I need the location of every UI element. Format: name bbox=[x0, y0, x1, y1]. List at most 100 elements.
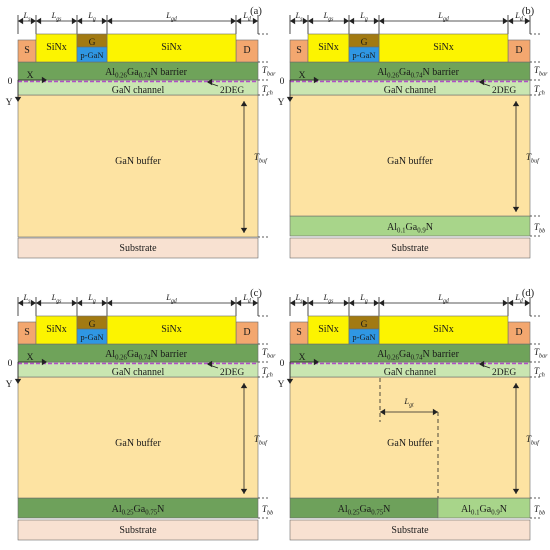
pgan-label: p-GaN bbox=[352, 50, 375, 60]
label-tbuf: Tbuf bbox=[526, 434, 540, 447]
dim-tbuf-arrow-down bbox=[240, 488, 248, 494]
dim-lgd-arrow-left bbox=[107, 299, 113, 307]
label-lgs: Lgs bbox=[51, 292, 63, 305]
label-tbar: Tbar bbox=[262, 347, 276, 360]
label-lg: Lg bbox=[87, 292, 96, 305]
pgan-label: p-GaN bbox=[80, 332, 103, 342]
sinx-left bbox=[35, 33, 78, 63]
x-axis-label: X bbox=[299, 71, 306, 81]
buffer-layer bbox=[289, 94, 531, 217]
x-axis-arrow bbox=[41, 76, 47, 84]
dim-tbuf-arrow-up bbox=[240, 101, 248, 107]
label-tbb: Tbb bbox=[534, 222, 545, 235]
label-ld: Ld bbox=[514, 10, 523, 23]
label-lg: Lg bbox=[359, 10, 368, 23]
dim-lg-arrow-left bbox=[349, 299, 355, 307]
dim-ls-arrow-right bbox=[30, 17, 36, 25]
sinx-right bbox=[378, 33, 509, 63]
origin-label: 0 bbox=[8, 359, 13, 369]
x-axis-arrow bbox=[41, 358, 47, 366]
barrier-label: Al0.26Ga0.74N barrier bbox=[377, 67, 460, 80]
gate-label: G bbox=[361, 38, 368, 48]
dim-lgt-arrow-left bbox=[380, 408, 386, 416]
2deg-pointer-arrow bbox=[207, 360, 213, 368]
label-tbar: Tbar bbox=[534, 347, 548, 360]
channel-label: GaN channel bbox=[112, 85, 165, 96]
substrate-layer bbox=[289, 237, 531, 259]
label-lgd: Lgd bbox=[165, 292, 177, 305]
label-ls: Ls bbox=[23, 292, 32, 305]
label-tbuf: Tbuf bbox=[254, 152, 268, 165]
dim-lgt-arrow-right bbox=[432, 408, 438, 416]
sinx-right bbox=[378, 315, 509, 345]
label-lgs: Lgs bbox=[323, 292, 335, 305]
dim-lgs-arrow-right bbox=[71, 299, 77, 307]
back-barrier-label: Al0.1Ga0.9N bbox=[387, 222, 433, 235]
barrier-label: Al0.26Ga0.74N barrier bbox=[105, 349, 188, 362]
label-tch: Tch bbox=[534, 366, 545, 379]
sinx-left bbox=[307, 315, 350, 345]
source-label: S bbox=[296, 45, 302, 56]
y-axis-arrow bbox=[286, 378, 294, 384]
dim-lgd-arrow-left bbox=[379, 299, 385, 307]
sinx-right bbox=[106, 33, 237, 63]
gate-label: G bbox=[361, 320, 368, 330]
label-ls: Ls bbox=[295, 10, 304, 23]
back-barrier-label: Al0.25Ga0.75N bbox=[112, 504, 165, 517]
barrier-label: Al0.26Ga0.74N barrier bbox=[377, 349, 460, 362]
label-tch: Tch bbox=[534, 84, 545, 97]
dim-lgs-arrow-left bbox=[36, 299, 42, 307]
label-ld: Ld bbox=[514, 292, 523, 305]
buffer-label: GaN buffer bbox=[115, 438, 161, 449]
dim-lgs-arrow-right bbox=[71, 17, 77, 25]
label-lg: Lg bbox=[87, 10, 96, 23]
substrate-layer bbox=[17, 237, 259, 259]
dim-ls-arrow-right bbox=[302, 299, 308, 307]
label-tbb: Tbb bbox=[262, 504, 273, 517]
x-axis-arrow bbox=[313, 76, 319, 84]
2deg-pointer-arrow bbox=[207, 78, 213, 86]
2deg-pointer-arrow bbox=[479, 78, 485, 86]
sinx-right bbox=[106, 315, 237, 345]
sinx-right-label: SiNx bbox=[433, 324, 454, 335]
dim-tbuf-arrow-up bbox=[512, 383, 520, 389]
pgan-label: p-GaN bbox=[352, 332, 375, 342]
label-lgt: Lgt bbox=[403, 396, 414, 409]
dim-lgs-arrow-right bbox=[343, 17, 349, 25]
panel-label: (b) bbox=[522, 6, 535, 17]
y-axis-arrow bbox=[286, 96, 294, 102]
dim-lgd-arrow-left bbox=[107, 17, 113, 25]
origin-label: 0 bbox=[8, 77, 13, 87]
sinx-right-label: SiNx bbox=[161, 324, 182, 335]
x-axis-label: X bbox=[299, 353, 306, 363]
back-barrier-right-label: Al0.1Ga0.9N bbox=[461, 504, 507, 517]
back-barrier-left-label: Al0.25Ga0.75N bbox=[338, 504, 391, 517]
dim-ld-arrow-left bbox=[236, 17, 242, 25]
origin-label: 0 bbox=[280, 77, 285, 87]
pgan-layer bbox=[348, 46, 380, 63]
label-tbar: Tbar bbox=[534, 65, 548, 78]
dim-ld-arrow-left bbox=[508, 299, 514, 307]
dim-tbuf-arrow-down bbox=[240, 227, 248, 233]
dim-lg-arrow-left bbox=[349, 17, 355, 25]
substrate-label: Substrate bbox=[391, 243, 429, 254]
2deg-pointer-arrow bbox=[479, 360, 485, 368]
dim-ls-arrow-left bbox=[290, 17, 296, 25]
drain-label: D bbox=[243, 327, 250, 338]
dim-ls-arrow-left bbox=[18, 17, 24, 25]
2deg-label: 2DEG bbox=[220, 86, 244, 96]
substrate-layer bbox=[17, 519, 259, 541]
panel-label: (c) bbox=[250, 288, 262, 299]
label-lgd: Lgd bbox=[437, 10, 449, 23]
label-lgs: Lgs bbox=[51, 10, 63, 23]
buffer-label: GaN buffer bbox=[387, 438, 433, 449]
y-axis-label: Y bbox=[278, 380, 285, 390]
sinx-right-label: SiNx bbox=[161, 42, 182, 53]
drain-label: D bbox=[515, 327, 522, 338]
label-lgd: Lgd bbox=[437, 292, 449, 305]
origin-label: 0 bbox=[280, 359, 285, 369]
dim-lgs-arrow-left bbox=[308, 299, 314, 307]
